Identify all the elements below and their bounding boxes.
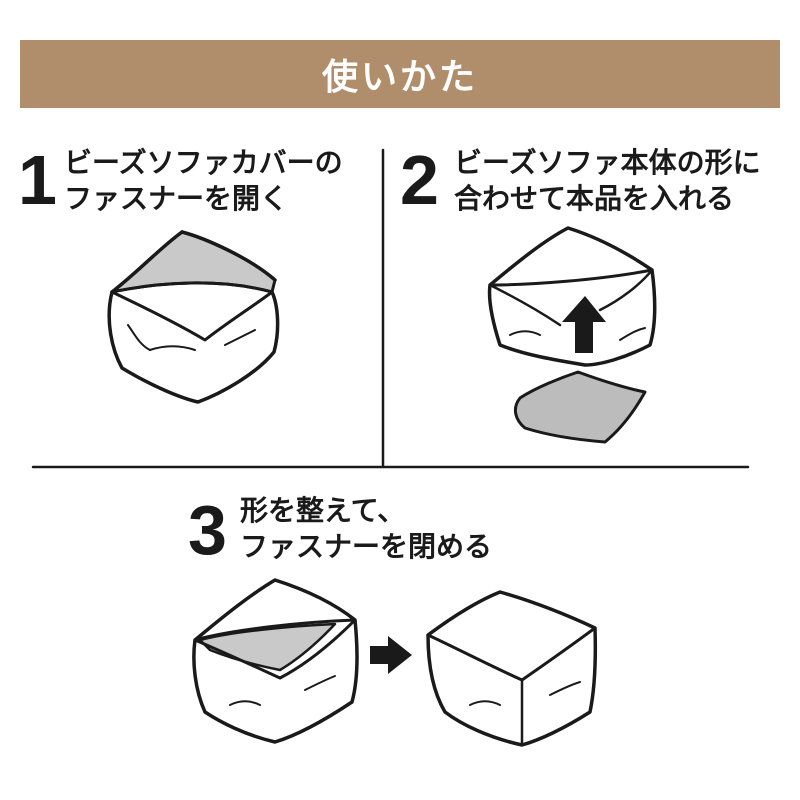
step-2-line-2: 合わせて本品を入れる — [454, 182, 735, 215]
step-3-line-2: ファスナーを閉める — [240, 530, 493, 563]
step-2-insert-cover — [487, 226, 657, 444]
step-1-line-2: ファスナーを開く — [64, 182, 289, 215]
step-2-line-1: ビーズソファ本体の形に — [454, 146, 761, 179]
title-banner — [20, 40, 780, 108]
step-3-closing-cover — [192, 578, 359, 744]
step-3-closed-cover — [426, 590, 598, 747]
step-2-number: 2 — [400, 141, 439, 219]
step-1-line-1: ビーズソファカバーの — [64, 146, 343, 179]
step-2-instruction: ビーズソファ本体の形に 合わせて本品を入れる — [454, 145, 761, 217]
step-1-instruction: ビーズソファカバーの ファスナーを開く — [64, 145, 343, 217]
step-1-number: 1 — [18, 141, 57, 219]
step-1-open-cover — [107, 230, 280, 404]
step-3-number: 3 — [188, 491, 227, 569]
step-3-instruction: 形を整えて、 ファスナーを閉める — [240, 493, 492, 565]
page-title: 使いかた — [321, 57, 478, 98]
arrow-right-icon — [370, 636, 412, 674]
step-3-line-1: 形を整えて、 — [240, 494, 406, 527]
arrow-up-icon — [562, 296, 606, 353]
